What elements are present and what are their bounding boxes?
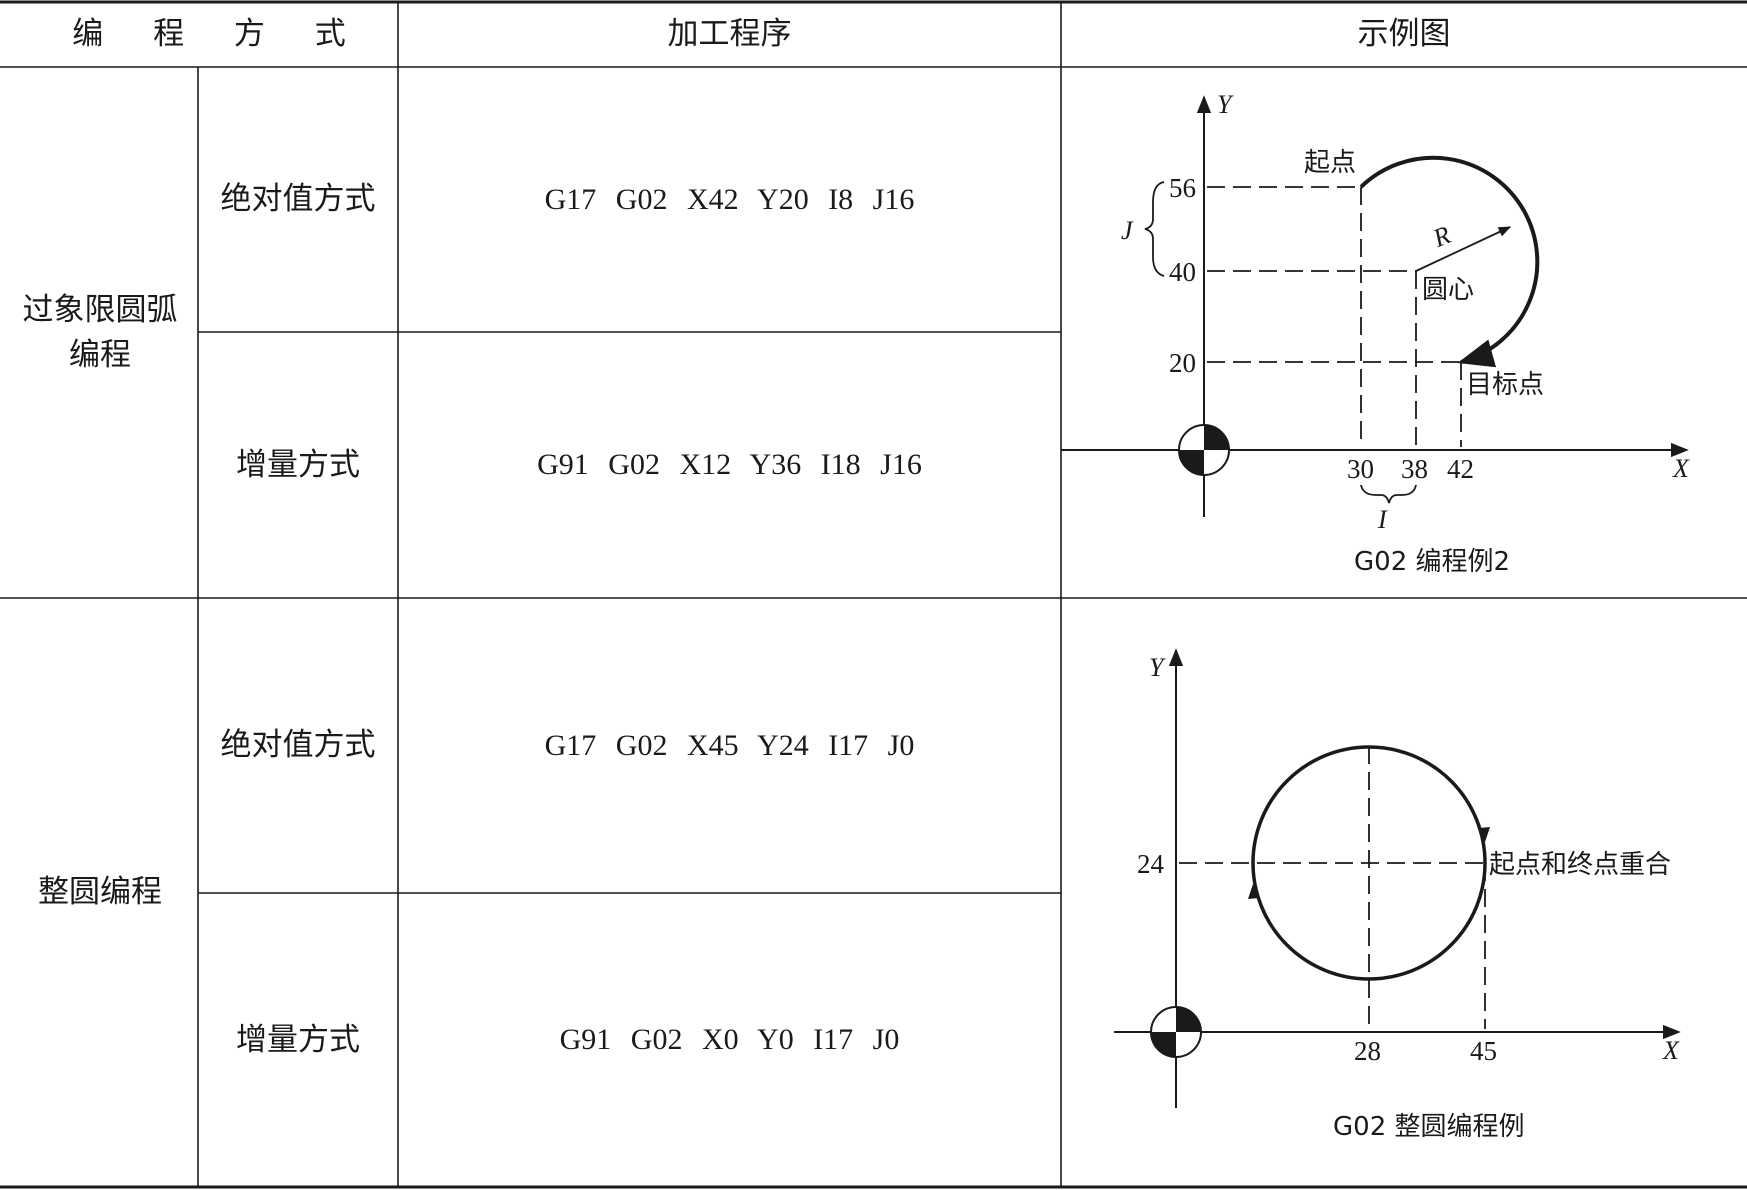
figure-g02-example-2: Y X 56 40 20 J 30 38 42 I bbox=[1061, 90, 1690, 577]
mode-absolute-2: 绝对值方式 bbox=[220, 727, 376, 764]
x-tick-42: 42 bbox=[1447, 454, 1474, 484]
y-tick-24: 24 bbox=[1137, 849, 1165, 879]
i-brace bbox=[1360, 484, 1417, 504]
i-label: I bbox=[1377, 505, 1388, 534]
x-tick-30: 30 bbox=[1347, 454, 1374, 484]
group-name-quadrant-arc: 过象限圆弧编程 bbox=[22, 291, 178, 373]
x-tick-45: 45 bbox=[1470, 1036, 1497, 1066]
figure-g02-full-circle: Y X 24 28 45 起点和终点重合 G02 整圆编程例 bbox=[1114, 648, 1681, 1142]
group-name-full-circle: 整圆编程 bbox=[38, 874, 162, 911]
x-tick-28: 28 bbox=[1354, 1036, 1381, 1066]
circle-arrow-left bbox=[1248, 884, 1259, 899]
arc-path bbox=[1359, 155, 1540, 368]
y-axis-label: Y bbox=[1217, 90, 1234, 119]
figure2-caption: G02 整圆编程例 bbox=[1333, 1112, 1525, 1142]
mode-absolute-1: 绝对值方式 bbox=[220, 181, 376, 218]
origin-symbol bbox=[1150, 1006, 1202, 1058]
center-label: 圆心 bbox=[1422, 275, 1474, 305]
mode-incremental-2: 增量方式 bbox=[236, 1021, 360, 1058]
program-g91-circle: G91 G02 X0 Y0 I17 J0 bbox=[559, 1023, 900, 1057]
y-tick-20: 20 bbox=[1169, 348, 1196, 378]
figure1-caption: G02 编程例2 bbox=[1354, 547, 1510, 577]
j-label: J bbox=[1121, 216, 1134, 245]
origin-symbol bbox=[1178, 424, 1230, 476]
program-g17-arc: G17 G02 X42 Y20 I8 J16 bbox=[544, 182, 915, 216]
y-tick-40: 40 bbox=[1169, 257, 1196, 287]
x-tick-38: 38 bbox=[1401, 454, 1428, 484]
circle-arrow-right bbox=[1479, 827, 1490, 842]
r-label: R bbox=[1428, 220, 1455, 253]
start-point-label: 起点 bbox=[1304, 148, 1356, 178]
j-brace bbox=[1144, 181, 1165, 277]
header-method: 编 程 方 式 bbox=[72, 16, 366, 53]
x-axis-label: X bbox=[1662, 1036, 1680, 1065]
program-g91-arc: G91 G02 X12 Y36 I18 J16 bbox=[537, 448, 922, 482]
target-point-label: 目标点 bbox=[1466, 370, 1544, 400]
coincide-label: 起点和终点重合 bbox=[1489, 850, 1671, 880]
y-axis-label: Y bbox=[1149, 653, 1166, 682]
full-circle-path bbox=[1251, 745, 1487, 981]
header-program: 加工程序 bbox=[667, 16, 792, 53]
mode-incremental-1: 增量方式 bbox=[236, 446, 360, 483]
program-g17-circle: G17 G02 X45 Y24 I17 J0 bbox=[544, 728, 915, 762]
radius-line bbox=[1415, 226, 1512, 272]
x-axis-label: X bbox=[1672, 454, 1690, 483]
header-example: 示例图 bbox=[1357, 16, 1451, 53]
y-tick-56: 56 bbox=[1169, 173, 1196, 203]
